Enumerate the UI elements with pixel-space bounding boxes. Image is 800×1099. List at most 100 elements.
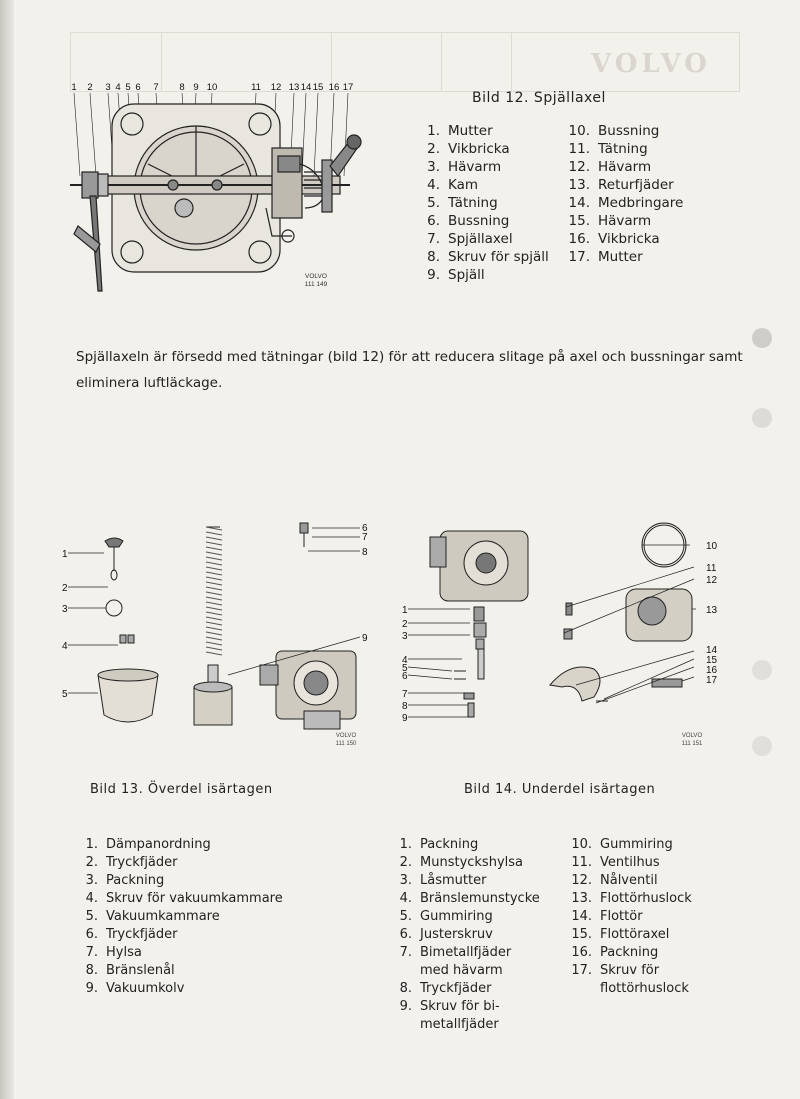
item-number: 10. xyxy=(571,837,592,852)
callout-number: 16 xyxy=(329,82,340,93)
item-label: Skruv för vakuumkammare xyxy=(106,891,283,906)
item-label: Gummiring xyxy=(420,909,493,924)
item-label: Ventilhus xyxy=(600,855,660,870)
callout-number: 10 xyxy=(207,82,218,93)
list-item: 5.Vakuumkammare xyxy=(76,908,283,926)
item-number: 16. xyxy=(568,231,590,247)
item-label: Tryckfjäder xyxy=(420,981,492,996)
callout-number: 2 xyxy=(87,82,92,93)
callout-leader xyxy=(89,92,97,177)
list-item: 5.Tätning xyxy=(414,194,549,212)
item-label: Bussning xyxy=(448,213,510,229)
item-label: Packning xyxy=(420,837,479,852)
callout-number: 15 xyxy=(706,655,718,666)
callout-number: 16 xyxy=(706,665,718,676)
stamp-text: 111 150 xyxy=(336,741,357,747)
item-number: 12. xyxy=(568,159,590,175)
item-number: 7. xyxy=(85,945,98,960)
item-label: Hävarm xyxy=(448,159,502,175)
item-label: Vikbricka xyxy=(598,231,660,247)
item-label: Tryckfjäder xyxy=(106,927,178,942)
punch-hole xyxy=(752,736,772,756)
item-number: 10. xyxy=(568,123,590,139)
item-number: 15. xyxy=(568,213,590,229)
callout-number: 9 xyxy=(193,82,198,93)
list-item: 5.Gummiring xyxy=(390,908,540,926)
callout-number: 9 xyxy=(362,633,368,644)
figure12-title: Bild 12. Spjällaxel xyxy=(472,90,606,106)
item-number: 15. xyxy=(571,927,592,942)
callout-number: 6 xyxy=(135,82,140,93)
list-item: 2.Vikbricka xyxy=(414,140,549,158)
item-number: 7. xyxy=(427,231,440,247)
list-item: 3.Packning xyxy=(76,872,283,890)
item-label: Låsmutter xyxy=(420,873,487,888)
list-item: 9.Spjäll xyxy=(414,266,549,284)
item-label: Medbringare xyxy=(598,195,684,211)
callout-number: 11 xyxy=(251,82,261,93)
list-item: 4.Kam xyxy=(414,176,549,194)
list-item: 6.Justerskruv xyxy=(390,926,540,944)
item-number: 2. xyxy=(427,141,440,157)
callout-number: 5 xyxy=(402,663,408,674)
list-item: 15.Flottöraxel xyxy=(570,926,692,944)
item-number: 12. xyxy=(571,873,592,888)
callout-number: 2 xyxy=(62,583,68,594)
list-item: 13.Returfjäder xyxy=(564,176,683,194)
callout-number: 8 xyxy=(402,701,408,712)
item-label: Kam xyxy=(448,177,479,193)
list-item: 8.Skruv för spjäll xyxy=(414,248,549,266)
callout-number: 11 xyxy=(706,563,717,574)
item-label: Returfjäder xyxy=(598,177,674,193)
list-item: 9.Skruv för bi- xyxy=(390,998,540,1016)
callout-number: 12 xyxy=(271,82,282,93)
punch-hole xyxy=(752,408,772,428)
callout-number: 9 xyxy=(402,713,408,724)
list-item: 1. Packning xyxy=(390,836,540,854)
callout-leader xyxy=(313,92,319,177)
item-number: 13. xyxy=(571,891,592,906)
item-number: 9. xyxy=(399,999,412,1014)
item-number: 14. xyxy=(568,195,590,211)
list-item: 4. Skruv för vakuumkammare xyxy=(76,890,283,908)
stamp-text: VOLVO xyxy=(336,733,357,739)
list-item: 4.Bränslemunstycke xyxy=(390,890,540,908)
list-item: 6.Bussning xyxy=(414,212,549,230)
item-number: 3. xyxy=(427,159,440,175)
item-label-continuation: flottörhuslock xyxy=(600,981,689,996)
item-number: 6. xyxy=(85,927,98,942)
callout-number: 1 xyxy=(402,605,408,616)
callout-number: 7 xyxy=(153,82,158,93)
item-number: 1. xyxy=(399,837,412,852)
item-label: Packning xyxy=(106,873,165,888)
item-label-continuation: metallfjäder xyxy=(420,1017,499,1032)
item-number: 8. xyxy=(399,981,412,996)
item-label: Hävarm xyxy=(598,213,652,229)
item-number: 5. xyxy=(427,195,440,211)
item-label: Skruv för xyxy=(600,963,660,978)
list-item: 16.Packning xyxy=(570,944,692,962)
item-label: Tätning xyxy=(598,141,648,157)
punch-hole xyxy=(752,660,772,680)
item-number: 9. xyxy=(85,981,98,996)
list-item: 13.Flottörhuslock xyxy=(570,890,692,908)
callout-number: 17 xyxy=(343,82,354,93)
item-label: Packning xyxy=(600,945,659,960)
spring-icon xyxy=(205,526,223,656)
item-number: 4. xyxy=(399,891,412,906)
list-item: 3. Hävarm xyxy=(414,158,549,176)
callout-number: 8 xyxy=(362,547,368,558)
list-item: 15. Hävarm xyxy=(564,212,683,230)
item-number: 4. xyxy=(85,891,98,906)
list-item: 14. Medbringare xyxy=(564,194,684,212)
list-item: 2.Tryckfjäder xyxy=(76,854,283,872)
callout-number: 6 xyxy=(402,671,408,682)
list-item: 2.Munstyckshylsa xyxy=(390,854,540,872)
